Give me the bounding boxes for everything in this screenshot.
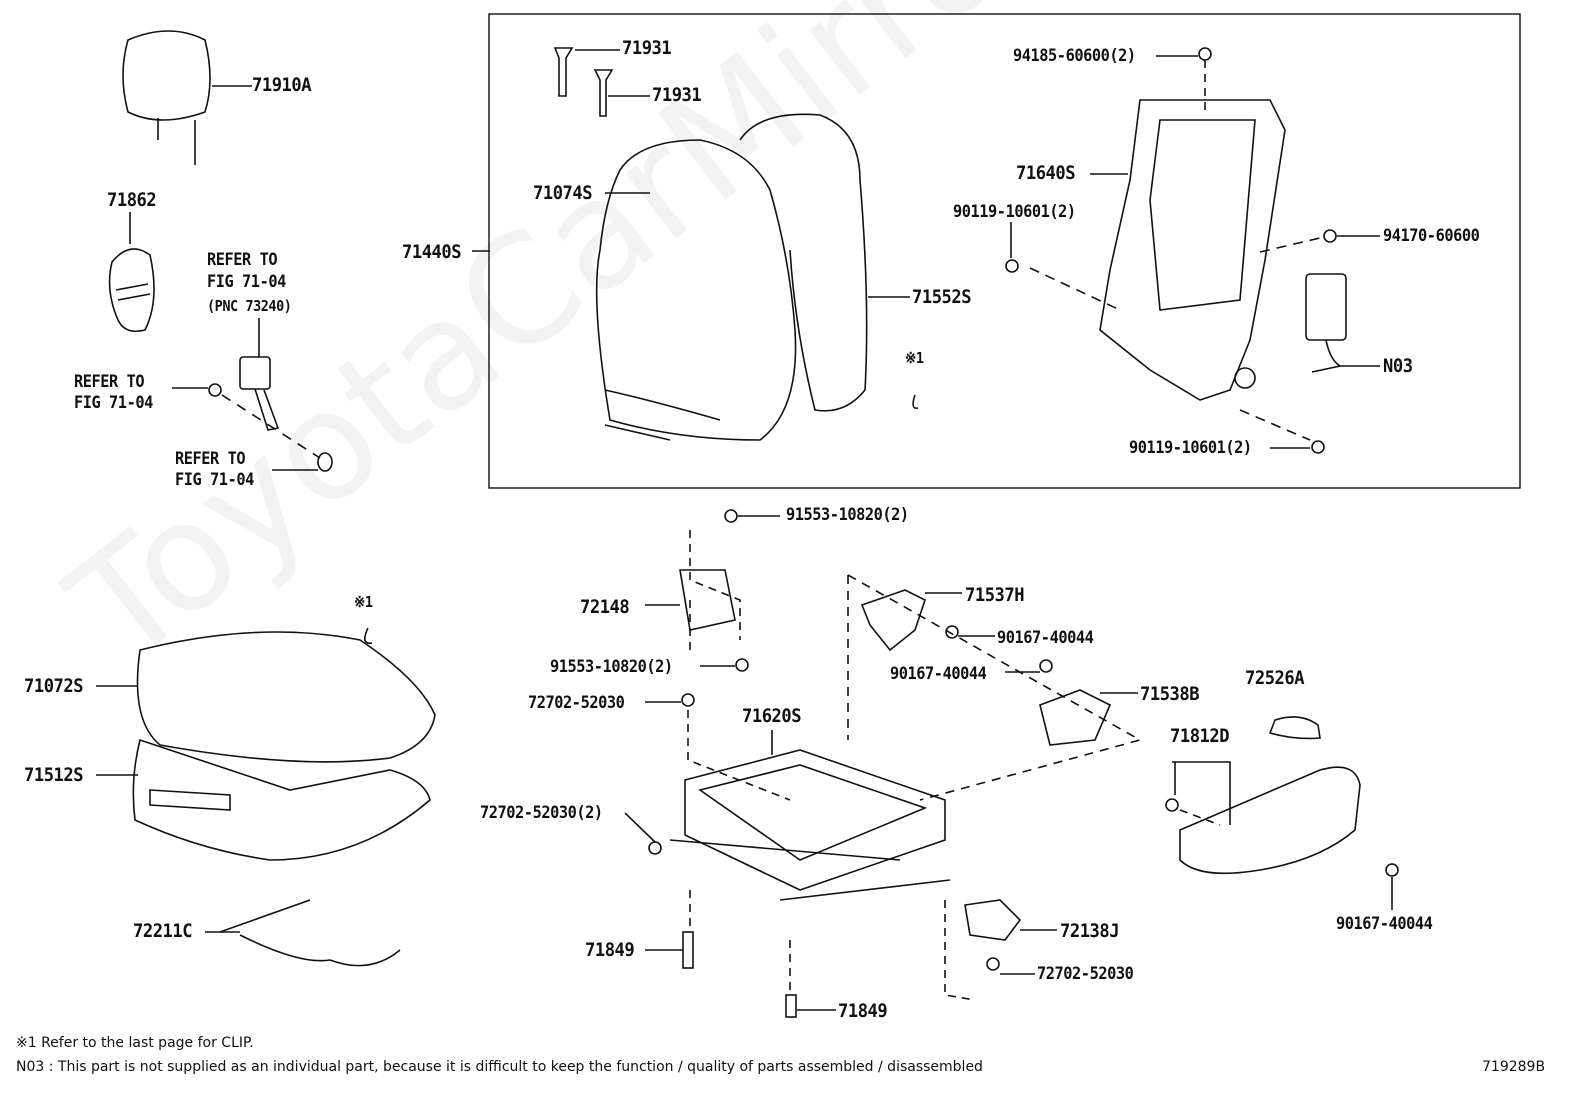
part-label-72702-52030: 72702-52030 [1037,964,1134,984]
part-label-71620S: 71620S [742,705,802,727]
pins-71931-drawing [553,47,650,117]
part-label-72526A: 72526A [1245,667,1305,689]
part-label-72702-52030: 72702-52030 [528,693,625,713]
part-label-71640S: 71640S [1016,162,1076,184]
part-label-71812D: 71812D [1170,725,1230,747]
part-label-90119-10601: 90119-10601(2) [1129,438,1252,458]
seatback-frame-drawing [1005,47,1380,454]
part-label-72702-52030: 72702-52030(2) [480,803,603,823]
seatbelt-buckle-drawing [172,318,333,472]
part-label-71512S: 71512S [24,764,84,786]
clip-reference-mark: ※1 [354,593,373,611]
part-label-72138J: 72138J [1060,920,1120,942]
refer-note-line2: FIG 71-04 [74,393,153,413]
refer-note-pnc: (PNC 73240) [207,297,292,315]
part-label-90167-40044: 90167-40044 [997,628,1094,648]
refer-note-line2: FIG 71-04 [175,470,254,490]
part-label-94170-60600: 94170-60600 [1383,226,1480,246]
part-label-71849: 71849 [585,939,635,961]
part-label-71538B: 71538B [1140,683,1200,705]
footer-n03-note: N03 : This part is not supplied as an in… [16,1059,983,1075]
part-label-N03: N03 [1383,355,1413,377]
part-label-71072S: 71072S [24,675,84,697]
part-label-90119-10601: 90119-10601(2) [953,202,1076,222]
part-label-72211C: 72211C [133,920,193,942]
part-label-71440S: 71440S [402,241,462,263]
part-label-90167-40044: 90167-40044 [1336,914,1433,934]
part-label-71910A: 71910A [252,74,312,96]
seatback-cover-drawing [472,113,919,441]
footer-clip-note: ※1 Refer to the last page for CLIP. [16,1035,254,1051]
part-label-71537H: 71537H [965,584,1025,606]
figure-id: 719289B [1482,1059,1546,1075]
part-label-71074S: 71074S [533,182,593,204]
clip-reference-mark: ※1 [905,349,924,367]
seat-frame-drawing [624,509,1143,1018]
refer-note-line1: REFER TO [175,449,246,469]
cover-71862-drawing [108,212,155,333]
part-label-71849: 71849 [838,1000,888,1022]
refer-note-line1: REFER TO [74,372,145,392]
part-label-72148: 72148 [580,596,630,618]
part-label-91553-10820: 91553-10820(2) [786,505,909,525]
part-label-71862: 71862 [107,189,157,211]
refer-note-line1: REFER TO [207,250,278,270]
part-label-71931: 71931 [652,84,702,106]
seat-cushion-drawing [96,627,436,967]
side-trim-drawing [1165,716,1399,910]
headrest-drawing [122,30,252,165]
seatback-group-box [488,13,1521,489]
part-label-71931: 71931 [622,37,672,59]
refer-note-line2: FIG 71-04 [207,272,286,292]
part-label-94185-60600: 94185-60600(2) [1013,46,1136,66]
part-label-91553-10820: 91553-10820(2) [550,657,673,677]
part-label-90167-40044: 90167-40044 [890,664,987,684]
part-label-71552S: 71552S [912,286,972,308]
